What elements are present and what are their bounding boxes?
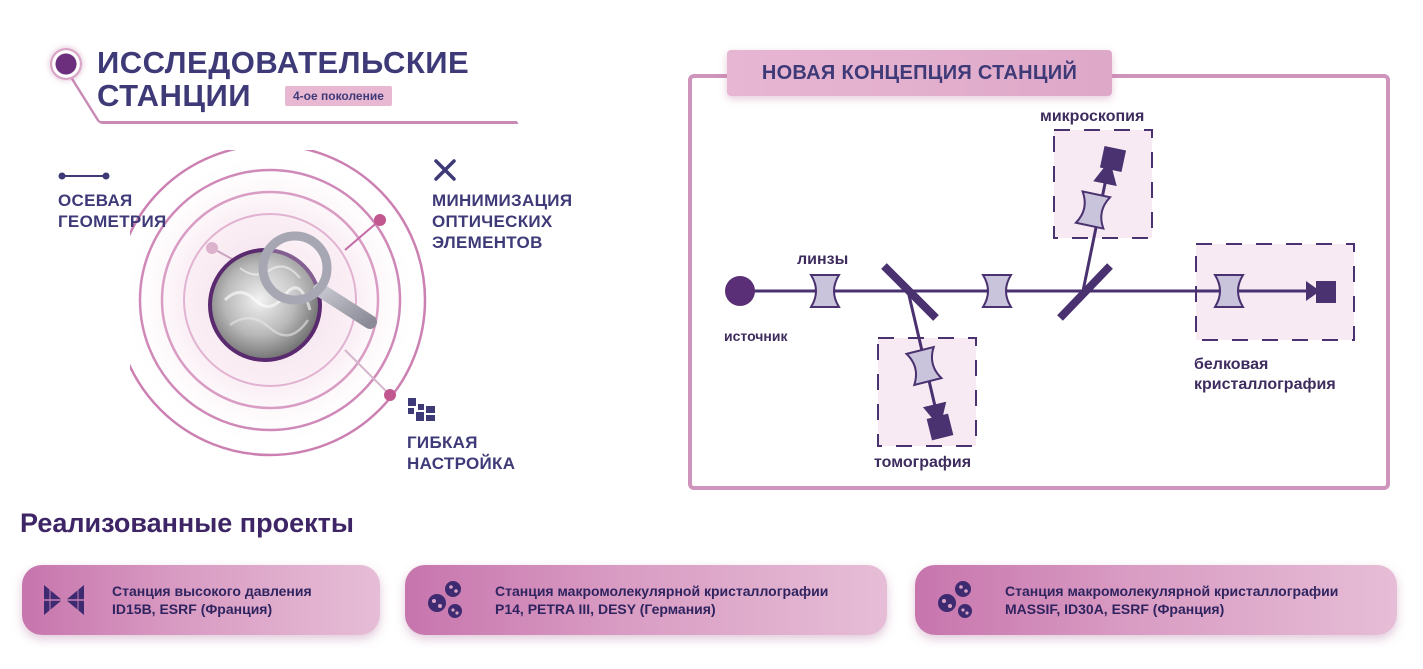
page-title-line1: ИССЛЕДОВАТЕЛЬСКИЕ [97,45,470,80]
label-protein-crystallography: белковая кристаллография [1194,355,1336,395]
tomography-detector-icon [926,413,954,441]
feature-flexible-tuning: ГИБКАЯ НАСТРОЙКА [407,432,515,474]
molecules-icon [938,581,972,618]
project-card-line2: ID15B, ESRF (Франция) [112,601,273,617]
magnifier-icon [258,231,377,329]
diamond-anvil-icon [44,585,84,615]
lens-icon [809,274,841,308]
title-bullet-icon [50,48,82,80]
label-protein-line1: белковая [1194,356,1269,373]
feature-flexible-line2: НАСТРОЙКА [407,454,516,473]
page-title-line2: СТАНЦИИ [97,78,252,113]
concept-panel-title: НОВАЯ КОНЦЕПЦИЯ СТАНЦИЙ [727,50,1112,96]
project-card-text: Станция высокого давления ID15B, ESRF (Ф… [112,582,312,618]
page-title: ИССЛЕДОВАТЕЛЬСКИЕ СТАНЦИИ [97,46,469,112]
project-card[interactable]: Станция макромолекулярной кристаллографи… [915,565,1397,635]
project-card-line2: MASSIF, ID30A, ESRF (Франция) [1005,601,1225,617]
projects-title: Реализованные проекты [20,508,354,538]
feature-axial-line1: ОСЕВАЯ [58,191,133,210]
blocks-icon [408,398,435,421]
project-card-line1: Станция высокого давления [112,583,312,599]
feature-minimization: МИНИМИЗАЦИЯ ОПТИЧЕСКИХ ЭЛЕМЕНТОВ [432,190,572,253]
minimization-marker [374,214,386,226]
lens-icon [1213,274,1245,308]
label-microscopy: микроскопия [1040,108,1145,125]
project-card[interactable]: Станция высокого давления ID15B, ESRF (Ф… [22,565,380,635]
lens-icon [981,274,1013,308]
label-source: источник [724,328,788,344]
feature-minimization-line3: ЭЛЕМЕНТОВ [432,233,543,252]
lens-icon [904,345,944,387]
project-card-text: Станция макромолекулярной кристаллографи… [495,582,828,618]
microscopy-box [1053,129,1153,239]
microscopy-detector-icon [1099,145,1127,173]
project-card[interactable]: Станция макромолекулярной кристаллографи… [405,565,887,635]
label-tomography: томография [874,454,972,471]
protein-detector-icon [1316,281,1336,303]
label-lenses: линзы [797,251,849,268]
microscopy-beam [1081,160,1117,292]
feature-minimization-line2: ОПТИЧЕСКИХ [432,212,553,231]
lens-icon [1074,190,1112,230]
axial-marker [206,242,218,254]
feature-axial-line2: ГЕОМЕТРИЯ [58,212,167,231]
feature-flexible-line1: ГИБКАЯ [407,433,478,452]
concentric-rings-illustration [130,150,427,457]
mirror-icon [1057,263,1113,321]
source-icon [725,276,755,306]
project-card-line1: Станция макромолекулярной кристаллографи… [495,583,829,599]
generation-badge: 4-ое поколение [285,86,392,106]
cross-icon [434,159,456,181]
axis-line-icon [58,172,110,180]
label-protein-line2: кристаллография [1194,376,1336,393]
feature-minimization-line1: МИНИМИЗАЦИЯ [432,191,573,210]
project-card-text: Станция макромолекулярной кристаллографи… [1005,582,1338,618]
molecules-icon [428,581,462,618]
flexible-marker [384,389,396,401]
project-card-line1: Станция макромолекулярной кристаллографи… [1005,583,1339,599]
feature-axial-geometry: ОСЕВАЯ ГЕОМЕТРИЯ [58,190,167,232]
project-card-line2: P14, PETRA III, DESY (Германия) [495,601,716,617]
beamline-diagram [725,129,1355,447]
mirror-icon [881,263,939,321]
